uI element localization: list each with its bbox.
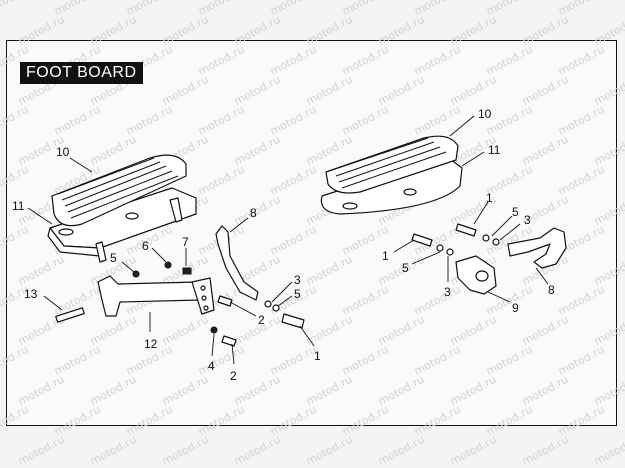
callout-right-8: 8 bbox=[548, 283, 555, 297]
callout-right-10: 10 bbox=[478, 107, 492, 121]
callout-right-5b: 5 bbox=[402, 261, 409, 275]
callout-left-1: 1 bbox=[314, 349, 321, 363]
right-base-plate bbox=[320, 155, 463, 215]
callout-left-12: 12 bbox=[144, 337, 158, 351]
callout-right-1b: 1 bbox=[382, 249, 389, 263]
callout-left-6: 6 bbox=[142, 239, 149, 253]
callout-left-2a: 2 bbox=[258, 313, 265, 327]
right-hardware bbox=[411, 223, 500, 256]
callout-right-1a: 1 bbox=[486, 191, 493, 205]
callout-left-7: 7 bbox=[182, 235, 189, 249]
callout-left-2b: 2 bbox=[230, 369, 237, 383]
right-pivot-block bbox=[455, 255, 497, 295]
left-arm-bracket bbox=[215, 225, 259, 301]
callout-left-4: 4 bbox=[208, 359, 215, 373]
callout-right-3a: 3 bbox=[524, 213, 531, 227]
callout-numbers: 10 11 8 6 7 5 13 12 4 2 2 3 5 1 10 11 1 … bbox=[12, 107, 555, 383]
callout-left-13: 13 bbox=[24, 287, 38, 301]
left-support-bracket bbox=[97, 275, 215, 317]
right-footboard-pad bbox=[325, 135, 459, 194]
callout-right-5a: 5 bbox=[512, 205, 519, 219]
callout-left-11: 11 bbox=[12, 199, 25, 213]
left-hardware bbox=[55, 261, 305, 347]
callout-right-9: 9 bbox=[512, 301, 519, 315]
callout-right-11: 11 bbox=[488, 143, 501, 157]
callout-left-8: 8 bbox=[250, 206, 257, 220]
diagram-title: FOOT BOARD bbox=[20, 62, 143, 84]
callout-left-5: 5 bbox=[110, 251, 117, 265]
callout-left-5b: 5 bbox=[294, 287, 301, 301]
left-leaders bbox=[27, 157, 315, 365]
callout-right-3b: 3 bbox=[444, 285, 451, 299]
right-leaders bbox=[393, 115, 549, 303]
left-footboard-pad bbox=[51, 154, 187, 227]
callout-left-10: 10 bbox=[56, 145, 70, 159]
right-arm-bracket bbox=[507, 227, 567, 269]
left-base-plate bbox=[47, 187, 197, 263]
callout-left-3: 3 bbox=[294, 273, 301, 287]
